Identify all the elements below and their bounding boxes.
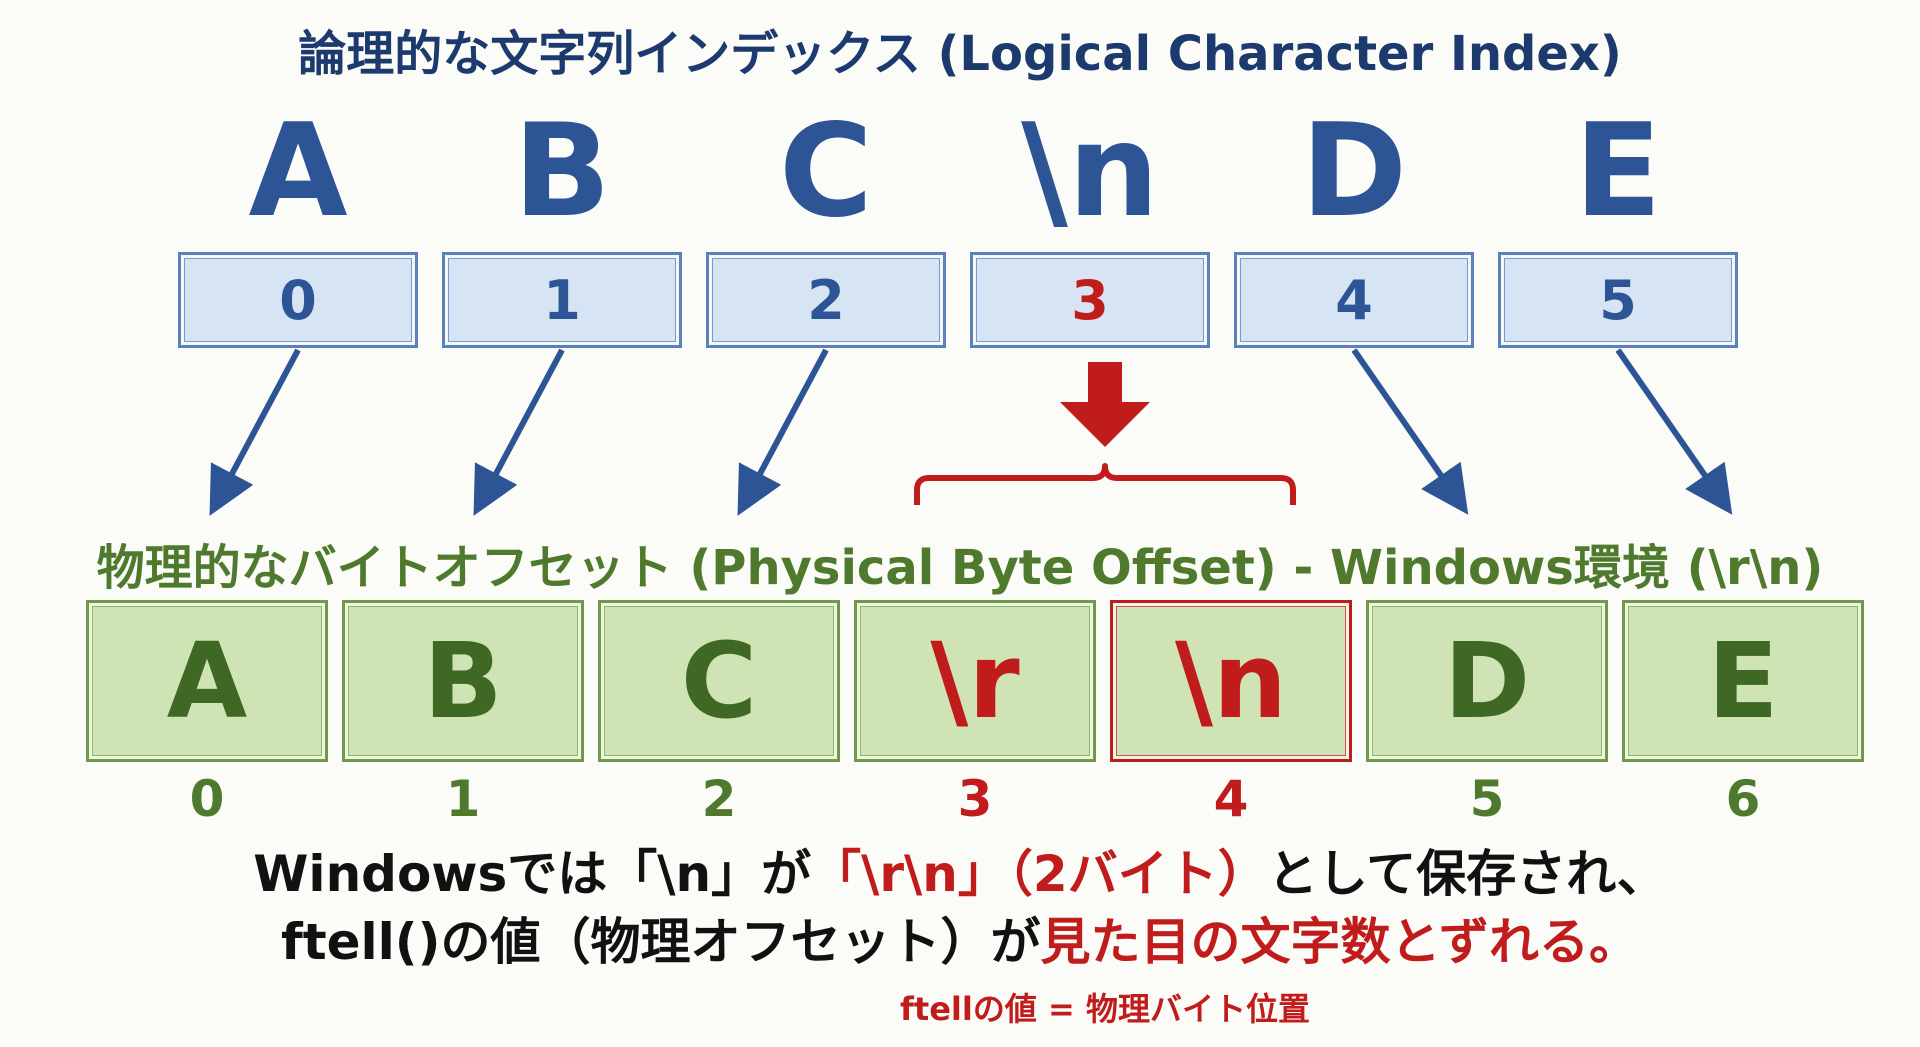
physical-byte-box-3: \r — [854, 600, 1096, 762]
logical-char-5: E — [1574, 97, 1662, 246]
physical-byte-box-5: D — [1366, 600, 1608, 762]
physical-byte-box-4: \n — [1110, 600, 1352, 762]
physical-offset-1: 1 — [445, 770, 481, 828]
logical-char-3: \n — [1021, 97, 1159, 246]
physical-offset-5: 5 — [1469, 770, 1505, 828]
logical-char-0: A — [248, 97, 348, 246]
physical-byte-box-2: C — [598, 600, 840, 762]
red-bracket — [914, 463, 1296, 505]
explanation-line-2: ftell()の値（物理オフセット）が見た目の文字数とずれる。 — [0, 902, 1920, 974]
explanation-line-2-b: 見た目の文字数とずれる。 — [1040, 913, 1640, 971]
physical-offset-0: 0 — [189, 770, 225, 828]
physical-offset-4: 4 — [1213, 770, 1249, 828]
arrow-5 — [1615, 348, 1733, 515]
physical-byte-box-0: A — [86, 600, 328, 762]
logical-index-box-4: 4 — [1234, 252, 1474, 348]
logical-index-box-2: 2 — [706, 252, 946, 348]
arrow-0 — [209, 348, 301, 516]
physical-byte-box-6: E — [1622, 600, 1864, 762]
physical-offset-title: 物理的なバイトオフセット (Physical Byte Offset) - Wi… — [96, 540, 1824, 596]
red-down-arrow — [1060, 362, 1150, 447]
physical-offset-3: 3 — [957, 770, 993, 828]
arrow-2 — [737, 348, 829, 516]
logical-char-1: B — [513, 97, 611, 246]
explanation-line-1-b: 「\r\n」（2バイト） — [811, 845, 1268, 903]
physical-offset-2: 2 — [701, 770, 737, 828]
logical-char-2: C — [779, 97, 873, 246]
physical-offset-6: 6 — [1725, 770, 1761, 828]
logical-index-box-0: 0 — [178, 252, 418, 348]
arrow-4 — [1351, 348, 1469, 515]
logical-index-box-5: 5 — [1498, 252, 1738, 348]
explanation-line-1: Windowsでは「\n」が「\r\n」（2バイト）として保存され、 — [0, 834, 1920, 906]
explanation-line-1-c: として保存され、 — [1267, 845, 1667, 903]
logical-index-title: 論理的な文字列インデックス (Logical Character Index) — [298, 26, 1622, 82]
explanation-line-1-a: Windowsでは「\n」が — [253, 845, 812, 903]
footnote: ftellの値 = 物理バイト位置 — [900, 990, 1310, 1028]
logical-index-box-3: 3 — [970, 252, 1210, 348]
arrow-1 — [473, 348, 565, 516]
physical-byte-box-1: B — [342, 600, 584, 762]
logical-char-4: D — [1300, 97, 1408, 246]
logical-index-box-1: 1 — [442, 252, 682, 348]
explanation-line-2-a: ftell()の値（物理オフセット）が — [280, 913, 1041, 971]
